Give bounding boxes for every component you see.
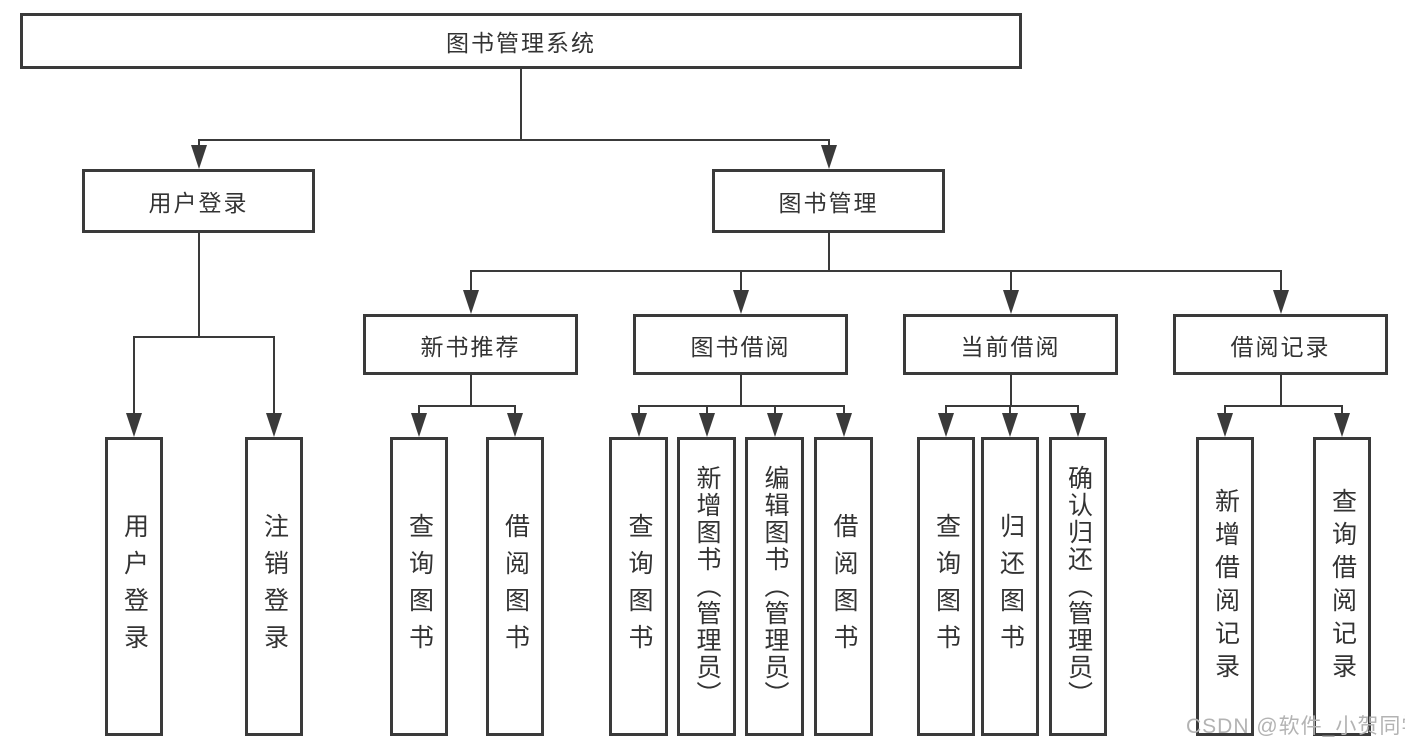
node-bb-borrow: 借阅图书 [814,437,873,736]
connector-line [1279,375,1282,406]
connector-line [469,375,472,406]
connector-line [1009,406,1011,413]
connector-line [418,406,420,413]
node-user-login: 用户登录 [82,169,315,233]
connector-line [469,270,1282,272]
node-logout-leaf: 注销登录 [245,437,303,736]
arrowhead-down-icon [766,413,783,437]
arrowhead-down-icon [1334,413,1350,437]
arrowhead-down-icon [1217,413,1233,437]
node-bb-add: 新增图书（管理员） [677,437,736,736]
node-root: 图书管理系统 [20,13,1022,69]
node-cb-query: 查询图书 [917,437,975,736]
connector-line [1341,406,1343,413]
node-cb-return: 归还图书 [981,437,1039,736]
node-label-user-login-leaf: 用户登录 [120,512,149,661]
node-bb-query: 查询图书 [609,437,668,736]
connector-line [1224,406,1226,413]
node-label-nb-query: 查询图书 [405,512,434,661]
connector-line [1279,271,1282,290]
connector-line [945,406,947,413]
arrowhead-down-icon [190,145,207,169]
arrowhead-down-icon [1272,290,1289,314]
node-borrow-records: 借阅记录 [1173,314,1388,375]
connector-line [739,271,742,290]
arrowhead-down-icon [630,413,647,437]
node-current-borrow: 当前借阅 [903,314,1118,375]
connector-line [1077,406,1079,413]
node-label-nb-borrow: 借阅图书 [501,512,530,661]
connector-line [705,406,708,413]
node-label-current-borrow: 当前借阅 [960,333,1061,360]
arrowhead-down-icon [266,413,282,437]
node-label-book-borrow: 图书借阅 [690,333,791,360]
connector-line [739,375,742,406]
arrowhead-down-icon [835,413,852,437]
arrowhead-down-icon [411,413,427,437]
node-label-cb-query: 查询图书 [932,512,961,661]
node-nb-query: 查询图书 [390,437,448,736]
connector-line [637,406,640,413]
node-label-logout-leaf: 注销登录 [260,512,289,661]
connector-line [1224,405,1343,407]
node-label-user-login: 用户登录 [148,190,249,216]
node-label-cb-return: 归还图书 [996,512,1025,661]
connector-line [1009,375,1012,406]
connector-line [637,405,845,407]
connector-line [520,69,522,140]
connector-line [842,406,845,413]
connector-line [197,139,830,141]
connector-line [1009,271,1012,290]
arrowhead-down-icon [1002,290,1019,314]
connector-line [945,405,1079,407]
arrowhead-down-icon [820,145,837,169]
arrowhead-down-icon [698,413,715,437]
connector-line [773,406,776,413]
csdn-watermark: CSDN @软件_小贺同学 [1186,715,1405,738]
arrowhead-down-icon [732,290,749,314]
node-label-borrow-records: 借阅记录 [1230,333,1331,360]
node-user-login-leaf: 用户登录 [105,437,163,736]
connector-line [197,140,200,145]
node-book-mgmt: 图书管理 [712,169,945,233]
node-bb-edit: 编辑图书（管理员） [745,437,804,736]
connector-line [133,336,275,338]
node-label-bb-borrow: 借阅图书 [830,512,858,661]
connector-line [827,233,830,271]
connector-line [418,405,516,407]
node-label-br-query: 查询借阅记录 [1328,487,1357,686]
node-br-query: 查询借阅记录 [1313,437,1371,736]
arrowhead-down-icon [1070,413,1086,437]
connector-line [197,233,200,337]
arrowhead-down-icon [126,413,142,437]
arrowhead-down-icon [938,413,954,437]
node-br-add: 新增借阅记录 [1196,437,1254,736]
node-label-bb-add: 新增图书（管理员） [693,465,721,708]
node-new-books: 新书推荐 [363,314,578,375]
node-label-br-add: 新增借阅记录 [1211,487,1240,686]
node-book-borrow: 图书借阅 [633,314,848,375]
arrowhead-down-icon [462,290,479,314]
connector-line [469,271,472,290]
node-label-book-mgmt: 图书管理 [778,190,879,216]
arrowhead-down-icon [507,413,523,437]
node-label-cb-confirm: 确认归还（管理员） [1064,465,1093,708]
node-label-bb-query: 查询图书 [625,512,653,661]
node-cb-confirm: 确认归还（管理员） [1049,437,1107,736]
connector-line [827,140,830,145]
node-label-bb-edit: 编辑图书（管理员） [761,465,789,708]
connector-line [273,337,275,413]
node-nb-borrow: 借阅图书 [486,437,544,736]
node-label-root: 图书管理系统 [446,30,596,56]
node-label-new-books: 新书推荐 [420,333,521,360]
connector-line [133,337,135,413]
connector-line [514,406,516,413]
arrowhead-down-icon [1002,413,1018,437]
